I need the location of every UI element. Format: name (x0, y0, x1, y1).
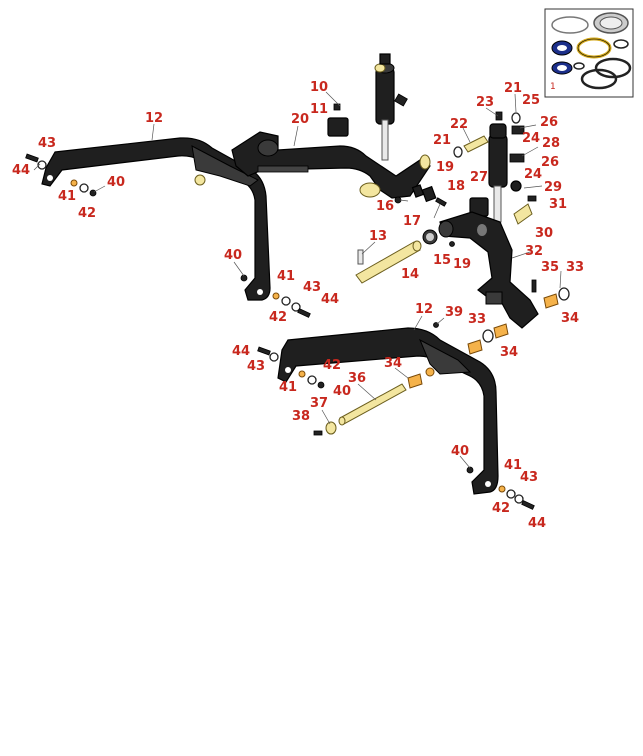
callout-34: 34 (561, 311, 579, 326)
callout-26: 26 (541, 155, 559, 170)
callout-40: 40 (224, 248, 242, 263)
callout-11: 11 (310, 102, 328, 117)
callout-28: 28 (542, 136, 560, 151)
callout-33: 33 (566, 260, 584, 275)
callout-24: 24 (524, 167, 542, 182)
callout-44: 44 (528, 516, 546, 531)
callout-42: 42 (323, 358, 341, 373)
hydraulic-cylinder-right (453, 111, 537, 225)
hardware-upper-left (25, 153, 97, 197)
callout-43: 43 (38, 136, 56, 151)
callout-19: 19 (436, 160, 454, 175)
callout-16: 16 (376, 199, 394, 214)
callout-41: 41 (58, 189, 76, 204)
center-cross-shaft (231, 131, 431, 199)
callout-38: 38 (292, 409, 310, 424)
upper-left-lift-arm (41, 137, 271, 301)
callout-40: 40 (107, 175, 125, 190)
callout-20: 20 (291, 112, 309, 127)
callout-39: 39 (445, 305, 463, 320)
leader-lines (33, 91, 562, 469)
pin-36 (313, 373, 423, 436)
callout-18: 18 (447, 179, 465, 194)
callout-42: 42 (492, 501, 510, 516)
callout-40: 40 (451, 444, 469, 459)
callout-15: 15 (433, 253, 451, 268)
callouts: 10 11 12 20 43 44 40 41 42 21 25 23 22 2… (12, 80, 584, 531)
callout-34: 34 (500, 345, 518, 360)
callout-35: 35 (541, 260, 559, 275)
callout-41: 41 (277, 269, 295, 284)
callout-41: 41 (504, 458, 522, 473)
callout-34: 34 (384, 356, 402, 371)
callout-13: 13 (369, 229, 387, 244)
hardware-16-19 (394, 184, 447, 207)
callout-43: 43 (520, 470, 538, 485)
callout-26: 26 (540, 115, 558, 130)
hydraulic-cylinder-left (327, 53, 408, 161)
callout-12: 12 (145, 111, 163, 126)
inset-item-label: 1 (550, 82, 556, 92)
hardware-lower-arm-foot (466, 466, 535, 510)
callout-33: 33 (468, 312, 486, 327)
callout-42: 42 (78, 206, 96, 221)
lower-lift-arm (277, 327, 499, 495)
callout-14: 14 (401, 267, 419, 282)
callout-44: 44 (321, 292, 339, 307)
callout-23: 23 (476, 95, 494, 110)
callout-29: 29 (544, 180, 562, 195)
callout-40: 40 (333, 384, 351, 399)
callout-43: 43 (247, 359, 265, 374)
callout-24: 24 (522, 131, 540, 146)
callout-32: 32 (525, 244, 543, 259)
callout-44: 44 (12, 163, 30, 178)
callout-36: 36 (348, 371, 366, 386)
long-pin-14 (355, 229, 455, 284)
right-rocker-bracket (438, 211, 539, 329)
callout-21: 21 (504, 81, 522, 96)
callout-37: 37 (310, 396, 328, 411)
callout-12: 12 (415, 302, 433, 317)
callout-41: 41 (279, 380, 297, 395)
hardware-upper-arm-foot (240, 274, 311, 318)
bushings-33-34 (433, 287, 570, 355)
callout-22: 22 (450, 117, 468, 132)
callout-25: 25 (522, 93, 540, 108)
callout-42: 42 (269, 310, 287, 325)
callout-27: 27 (470, 170, 488, 185)
callout-44: 44 (232, 344, 250, 359)
callout-43: 43 (303, 280, 321, 295)
hardware-lower-left (257, 346, 325, 389)
callout-21: 21 (433, 133, 451, 148)
callout-31: 31 (549, 197, 567, 212)
callout-19: 19 (453, 257, 471, 272)
seal-kit-inset: 1 (544, 8, 634, 98)
callout-17: 17 (403, 214, 421, 229)
callout-10: 10 (310, 80, 328, 95)
callout-30: 30 (535, 226, 553, 241)
